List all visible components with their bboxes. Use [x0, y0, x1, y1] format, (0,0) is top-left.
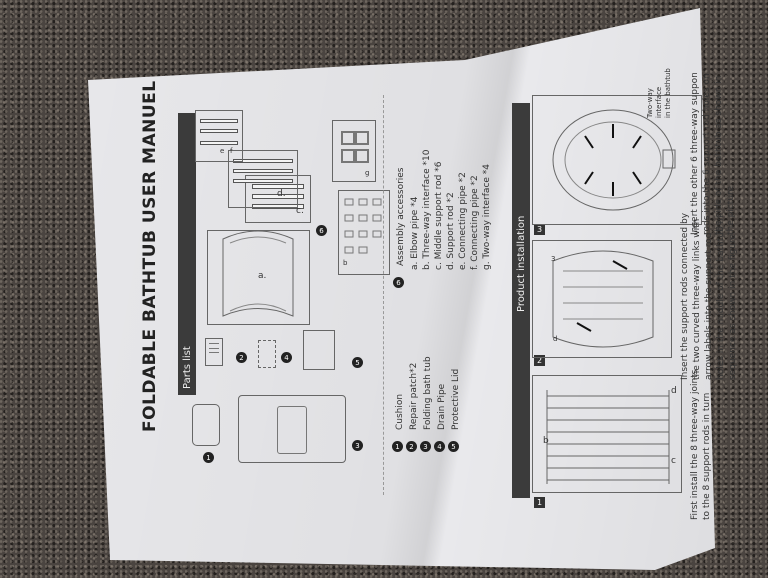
part-a-label: a.	[258, 271, 267, 281]
legend-number-5: 5	[448, 441, 459, 452]
accessory-item-e: e. Connecting pipe *2	[458, 172, 468, 270]
step-1-rods-illustration	[546, 390, 670, 484]
accessories-title: Assembly accessories	[396, 167, 406, 267]
part-number-2: 2	[236, 352, 247, 363]
step-1-diagram: b c d	[532, 375, 682, 493]
step-2-bathtub-illustration	[552, 250, 654, 348]
part-f-e-box: f e	[195, 110, 243, 162]
part-f-label: f	[230, 147, 233, 155]
accessories-badge-6: 6	[316, 225, 327, 236]
legend-number-1: 1	[392, 441, 403, 452]
step-1-label-b: b	[543, 436, 549, 446]
part-number-4: 4	[281, 352, 292, 363]
part-c-label: c.	[296, 206, 304, 216]
bathtub-icon	[238, 395, 346, 463]
accessory-item-f: f. Connecting pipe *2	[470, 175, 480, 270]
step-2-text-line-5: sequence as shown in the figure.	[728, 231, 738, 380]
legend-number-3: 3	[420, 441, 431, 452]
part-a-arcs	[222, 230, 294, 317]
accessory-item-a: a. Elbow pipe *4	[410, 196, 420, 270]
accessory-item-c: c. Middle support rod *6	[434, 161, 444, 270]
step-2-diagram: d 3	[532, 240, 672, 358]
step-2-label-d: d	[553, 335, 558, 343]
step-1-label-d: d	[671, 386, 677, 396]
repair-patch-icon	[205, 338, 223, 366]
step-3-text-line-1: Insert the other 6 three-way suppon	[690, 72, 700, 235]
part-d-box: d.	[228, 150, 298, 208]
step-2-text-line-1: Insert the support rods connected by	[680, 212, 690, 380]
legend-item-2: Repair patch*2	[409, 362, 419, 430]
accessory-item-g: g. Two-way interface *4	[482, 163, 492, 270]
accessories-number-6: 6	[393, 277, 404, 288]
step-3-note-line-3: in the bathtub	[664, 68, 672, 118]
part-b-box: b	[338, 190, 390, 275]
part-number-1: 1	[203, 452, 214, 463]
step-1-number: 1	[534, 497, 545, 508]
cushion-icon	[192, 404, 220, 446]
step-1-text-line-2: to the 8 support rods in turn	[702, 392, 712, 520]
part-number-5: 5	[352, 357, 363, 368]
protective-lid-icon	[303, 330, 335, 370]
part-a-frame-box: a.	[207, 230, 310, 325]
step-1-label-c: c	[671, 456, 676, 466]
legend-number-4: 4	[434, 441, 445, 452]
legend-item-1: Cushion	[395, 393, 405, 430]
part-b-label: b	[343, 259, 348, 267]
part-g-box: g	[332, 120, 376, 182]
step-1-text-line-1: First install the 8 three-way joints	[690, 369, 700, 520]
step-3-note-line-1: Two-way	[646, 88, 654, 118]
part-d-label: d.	[277, 189, 286, 199]
legend-item-3: Folding bath tub	[423, 356, 433, 430]
step-2-label-3: 3	[551, 255, 556, 263]
legend-item-4: Drain Pipe	[437, 383, 447, 430]
step-3-number: 3	[534, 224, 545, 235]
fitting-icon	[344, 198, 382, 254]
product-installation-label: Product installation	[515, 215, 527, 312]
accessory-item-b: b. Three-way interface *10	[422, 149, 432, 270]
step-3-text-line-4: the picture	[726, 185, 736, 235]
drain-pipe-icon	[258, 340, 276, 368]
step-2-text-line-3: arrow labels into the support rod	[704, 232, 714, 380]
part-number-3: 3	[352, 440, 363, 451]
step-2-text-line-2: the two curved three-way links with	[692, 218, 702, 380]
part-e-label: e	[220, 147, 225, 155]
product-installation-header: Product installation	[512, 103, 530, 498]
part-c-box: c.	[245, 175, 311, 223]
manual-title: FOLDABLE BATHTUB USER MANUEL	[140, 80, 160, 432]
section-divider	[383, 95, 385, 495]
step-3-bathtub-illustration	[552, 109, 676, 211]
part-g-label: g	[365, 169, 370, 177]
legend-item-5: Protective Lid	[451, 368, 461, 430]
parts-list-header: Parts list	[178, 113, 196, 395]
step-3-text-line-3: the side of the bathtub as shown in	[714, 75, 724, 235]
step-3-text-line-2: rods into the 6 support rod holes on	[702, 73, 712, 235]
step-3-diagram	[532, 95, 702, 225]
legend-number-2: 2	[406, 441, 417, 452]
step-2-text-line-4: holes in the middle of the bathtub in	[716, 215, 726, 380]
parts-list-label: Parts list	[181, 346, 193, 389]
accessory-item-d: d. Support rod *2	[446, 192, 456, 270]
step-2-number: 2	[534, 355, 545, 366]
step-3-note-line-2: interface	[655, 86, 663, 118]
